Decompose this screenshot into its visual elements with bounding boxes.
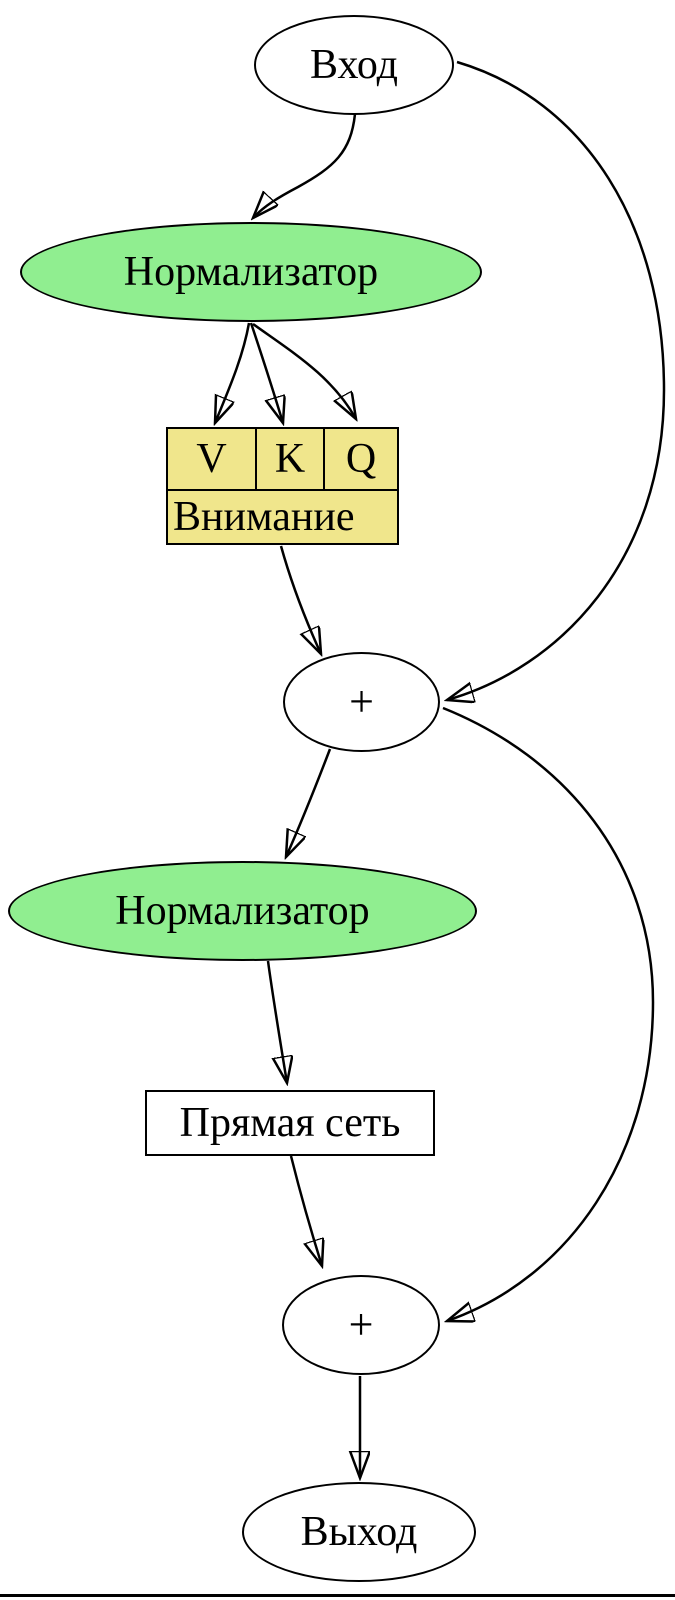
normalizer-1-node: Нормализатор [20, 222, 482, 322]
residual-add-1-node: + [283, 652, 440, 752]
output-node: Выход [242, 1482, 476, 1582]
edge-norm2-to-ffn [266, 960, 287, 1083]
edge-add1-to-add2-skip [442, 706, 655, 1321]
edge-add1-to-norm2 [286, 748, 332, 857]
edge-norm1-to-v [215, 322, 251, 423]
normalizer-2-label: Нормализатор [115, 888, 370, 934]
normalizer-1-label: Нормализатор [123, 249, 379, 295]
attention-label: Внимание [173, 494, 355, 540]
attention-header-row: V K Q [168, 429, 397, 491]
attention-node: V K Q Внимание [166, 427, 399, 545]
edge-attention-to-add1 [279, 545, 321, 654]
attention-cell-k: K [257, 429, 325, 489]
attention-cell-v: V [168, 429, 257, 489]
edge-input-to-norm1 [253, 113, 357, 218]
input-node: Вход [254, 15, 454, 115]
attention-cell-q: Q [345, 436, 377, 482]
edge-norm1-to-k [249, 322, 283, 423]
edge-ffn-to-add2 [289, 1155, 322, 1266]
feedforward-node: Прямая сеть [145, 1090, 435, 1156]
bottom-border-line [0, 1594, 675, 1597]
edge-input-to-add1-skip [447, 60, 666, 700]
edge-norm1-to-q [252, 322, 356, 419]
feedforward-label: Прямая сеть [179, 1100, 401, 1146]
output-node-label: Выход [300, 1509, 418, 1555]
residual-add-2-node: + [282, 1275, 440, 1375]
residual-add-2-label: + [348, 1300, 374, 1349]
normalizer-2-node: Нормализатор [8, 861, 477, 961]
input-node-label: Вход [309, 42, 399, 88]
residual-add-1-label: + [349, 677, 374, 726]
